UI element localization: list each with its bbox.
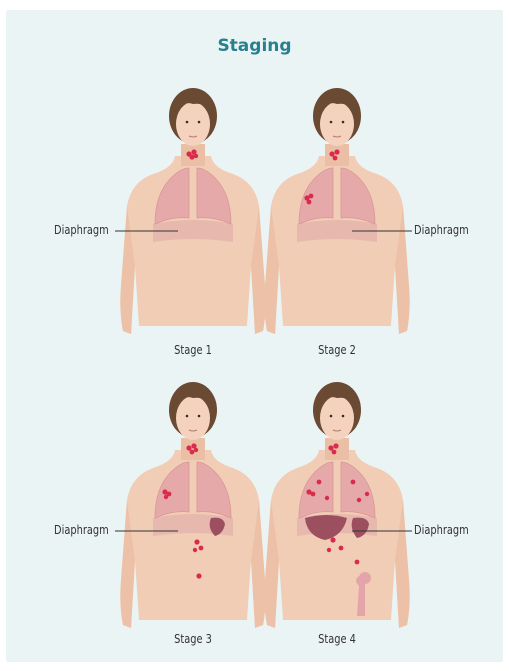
figure-stage-2 bbox=[264, 88, 409, 334]
diaphragm-label-1: Diaphragm bbox=[54, 223, 109, 237]
stage-label-4: Stage 4 bbox=[288, 632, 386, 646]
diaphragm-label-4: Diaphragm bbox=[414, 523, 469, 537]
diaphragm-label-2: Diaphragm bbox=[414, 223, 469, 237]
figure-stage-3 bbox=[120, 382, 265, 628]
stage-label-1: Stage 1 bbox=[144, 343, 242, 357]
figure-stage-4 bbox=[264, 382, 409, 628]
stage-label-3: Stage 3 bbox=[144, 632, 242, 646]
stage-label-2: Stage 2 bbox=[288, 343, 386, 357]
diaphragm-label-3: Diaphragm bbox=[54, 523, 109, 537]
figure-stage-1 bbox=[120, 88, 265, 334]
